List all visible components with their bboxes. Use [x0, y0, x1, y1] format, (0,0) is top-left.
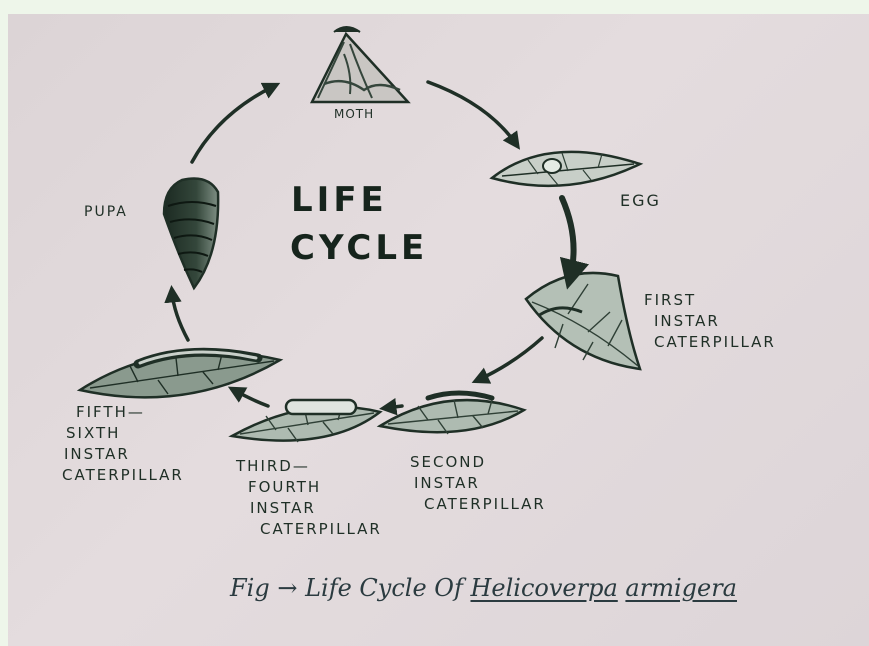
label-moth: MOTH	[334, 104, 374, 125]
label-egg: EGG	[620, 190, 661, 211]
label-fifth-sixth-line-1: FIFTH—	[62, 402, 184, 423]
second-instar-drawing	[380, 393, 524, 434]
caption-genus: Helicoverpa	[471, 574, 618, 602]
label-third-fourth-line-3: INSTAR	[236, 498, 382, 519]
label-fifth-sixth-line-2: SIXTH	[62, 423, 184, 444]
paper-sheet: LIFE CYCLE MOTH EGG FIRST INSTAR CATERPI…	[8, 14, 869, 646]
label-third-fourth-instar: THIRD— FOURTH INSTAR CATERPILLAR	[236, 456, 382, 540]
label-second-instar-line-3: CATERPILLAR	[410, 494, 546, 515]
pupa-drawing	[164, 179, 218, 289]
fifth-sixth-instar-drawing	[80, 352, 280, 398]
label-fifth-sixth-line-4: CATERPILLAR	[62, 465, 184, 486]
label-third-fourth-line-4: CATERPILLAR	[236, 519, 382, 540]
figure-caption: Fig → Life Cycle Of Helicoverpa armigera	[230, 574, 737, 602]
third-fourth-instar-drawing	[232, 400, 380, 442]
caption-text: Life Cycle Of	[305, 574, 463, 602]
label-first-instar-line-1: FIRST	[644, 290, 776, 311]
title-line-2: CYCLE	[290, 228, 428, 268]
arrow-fifth-to-pupa	[172, 292, 188, 340]
arrow-moth-to-egg	[428, 82, 516, 144]
arrow-third-to-fifth	[234, 390, 268, 406]
arrow-egg-to-first	[562, 198, 574, 278]
moth-drawing	[312, 27, 408, 102]
label-first-instar-line-3: CATERPILLAR	[644, 332, 776, 353]
label-third-fourth-line-1: THIRD—	[236, 456, 382, 477]
label-second-instar: SECOND INSTAR CATERPILLAR	[410, 452, 546, 515]
arrow-first-to-second	[478, 338, 542, 380]
arrow-pupa-to-moth	[192, 86, 274, 162]
caption-prefix: Fig	[230, 574, 270, 602]
egg-drawing	[492, 152, 640, 186]
label-second-instar-line-1: SECOND	[410, 452, 546, 473]
caption-species: armigera	[625, 574, 737, 602]
label-third-fourth-line-2: FOURTH	[236, 477, 382, 498]
label-second-instar-line-2: INSTAR	[410, 473, 546, 494]
caption-arrow: →	[277, 574, 297, 602]
title-line-1: LIFE	[291, 180, 388, 220]
label-fifth-sixth-instar: FIFTH— SIXTH INSTAR CATERPILLAR	[62, 402, 184, 486]
arrow-second-to-third	[386, 406, 402, 408]
label-first-instar-line-2: INSTAR	[644, 311, 776, 332]
label-pupa: PUPA	[84, 202, 128, 223]
label-fifth-sixth-line-3: INSTAR	[62, 444, 184, 465]
first-instar-drawing	[526, 273, 640, 369]
label-first-instar: FIRST INSTAR CATERPILLAR	[644, 290, 776, 353]
